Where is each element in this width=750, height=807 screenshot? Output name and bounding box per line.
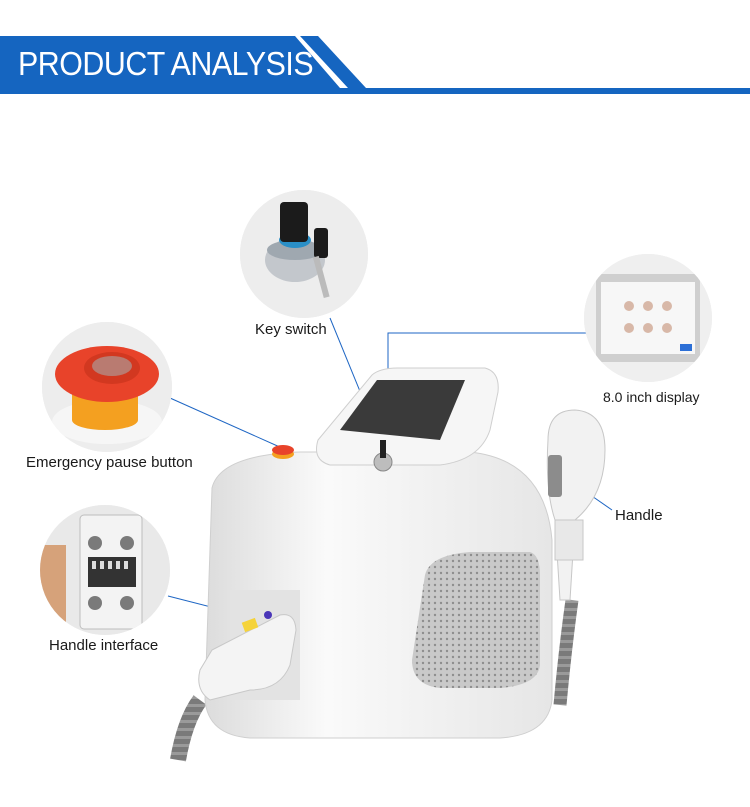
header-banner (0, 36, 750, 94)
page-title: PRODUCT ANALYSIS (18, 45, 314, 82)
handle-interface-label: Handle interface (49, 637, 159, 654)
key-switch-thumbnail (240, 190, 368, 318)
key-switch-label: Key switch (255, 321, 327, 338)
display-label: 8.0 inch display (603, 389, 700, 405)
display-thumbnail (584, 254, 712, 382)
handle-label: Handle (615, 507, 663, 524)
handle-interface-thumbnail (40, 505, 170, 635)
emergency-button-thumbnail (42, 322, 172, 452)
emergency-label: Emergency pause button (26, 454, 193, 471)
